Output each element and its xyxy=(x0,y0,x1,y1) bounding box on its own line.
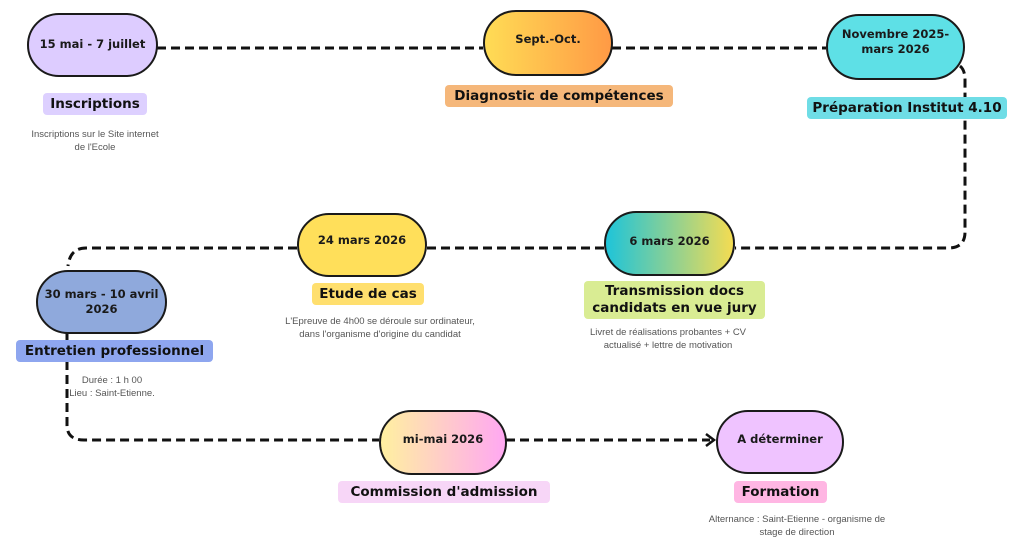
step-desc-entretien: Durée : 1 h 00 Lieu : Saint-Etienne. xyxy=(69,375,155,400)
step-date-commission: mi-mai 2026 xyxy=(379,410,507,475)
step-title-formation: Formation xyxy=(734,481,827,503)
title-line: candidats en vue jury xyxy=(592,300,757,316)
date-text: Novembre 2025- xyxy=(841,27,950,41)
step-title-inscriptions: Inscriptions xyxy=(43,93,147,115)
connector-3-4 xyxy=(735,64,967,250)
step-date-entretien: 30 mars - 10 avril 2026 xyxy=(36,270,167,334)
date-text: 6 mars 2026 xyxy=(629,234,710,248)
connector-6-7 xyxy=(65,333,379,442)
date-text: Sept.-Oct. xyxy=(515,31,581,46)
date-text: mi-mai 2026 xyxy=(402,432,484,446)
desc-line: stage de direction xyxy=(759,526,835,538)
title-line: Transmission docs xyxy=(604,283,745,299)
desc-line: actualisé + lettre de motivation xyxy=(603,339,733,351)
step-desc-etude: L'Epreuve de 4h00 se déroule sur ordinat… xyxy=(285,316,475,341)
step-desc-formation: Alternance : Saint-Etienne - organisme d… xyxy=(709,514,885,539)
desc-line: de l'Ecole xyxy=(74,141,116,153)
date-text: 24 mars 2026 xyxy=(317,232,407,247)
desc-line: dans l'organisme d'origine du candidat xyxy=(299,328,461,340)
step-title-diagnostic: Diagnostic de compétences xyxy=(445,85,673,107)
step-title-preparation: Préparation Institut 4.10 xyxy=(807,97,1007,119)
step-date-transmission: 6 mars 2026 xyxy=(604,211,735,276)
desc-line: L'Epreuve de 4h00 se déroule sur ordinat… xyxy=(285,316,475,327)
desc-line: Lieu : Saint-Etienne. xyxy=(69,387,155,399)
desc-line: Livret de réalisations probantes + CV xyxy=(589,327,747,338)
date-text: mars 2026 xyxy=(861,42,930,56)
date-text: A déterminer xyxy=(737,431,823,446)
step-desc-transmission: Livret de réalisations probantes + CV ac… xyxy=(590,327,746,352)
date-text: 15 mai - 7 juillet xyxy=(39,37,146,51)
date-text: 30 mars - 10 avril xyxy=(44,287,159,301)
desc-line: Inscriptions sur le Site internet xyxy=(31,129,159,140)
desc-line: Alternance : Saint-Etienne - organisme d… xyxy=(708,514,886,525)
arrow-head-icon xyxy=(705,433,717,447)
step-date-etude: 24 mars 2026 xyxy=(297,213,427,277)
date-text: 2026 xyxy=(85,302,118,316)
step-date-preparation: Novembre 2025- mars 2026 xyxy=(826,14,965,80)
step-date-inscriptions: 15 mai - 7 juillet xyxy=(27,13,158,77)
step-title-entretien: Entretien professionnel xyxy=(16,340,213,362)
step-desc-inscriptions: Inscriptions sur le Site internet de l'E… xyxy=(31,129,158,154)
step-title-transmission: Transmission docs candidats en vue jury xyxy=(584,281,765,319)
step-title-etude: Etude de cas xyxy=(312,283,424,305)
connector-5-6 xyxy=(66,246,297,267)
step-date-diagnostic: Sept.-Oct. xyxy=(483,10,613,76)
step-date-formation: A déterminer xyxy=(716,410,844,474)
desc-line: Durée : 1 h 00 xyxy=(81,375,143,386)
step-title-commission: Commission d'admission xyxy=(338,481,550,503)
